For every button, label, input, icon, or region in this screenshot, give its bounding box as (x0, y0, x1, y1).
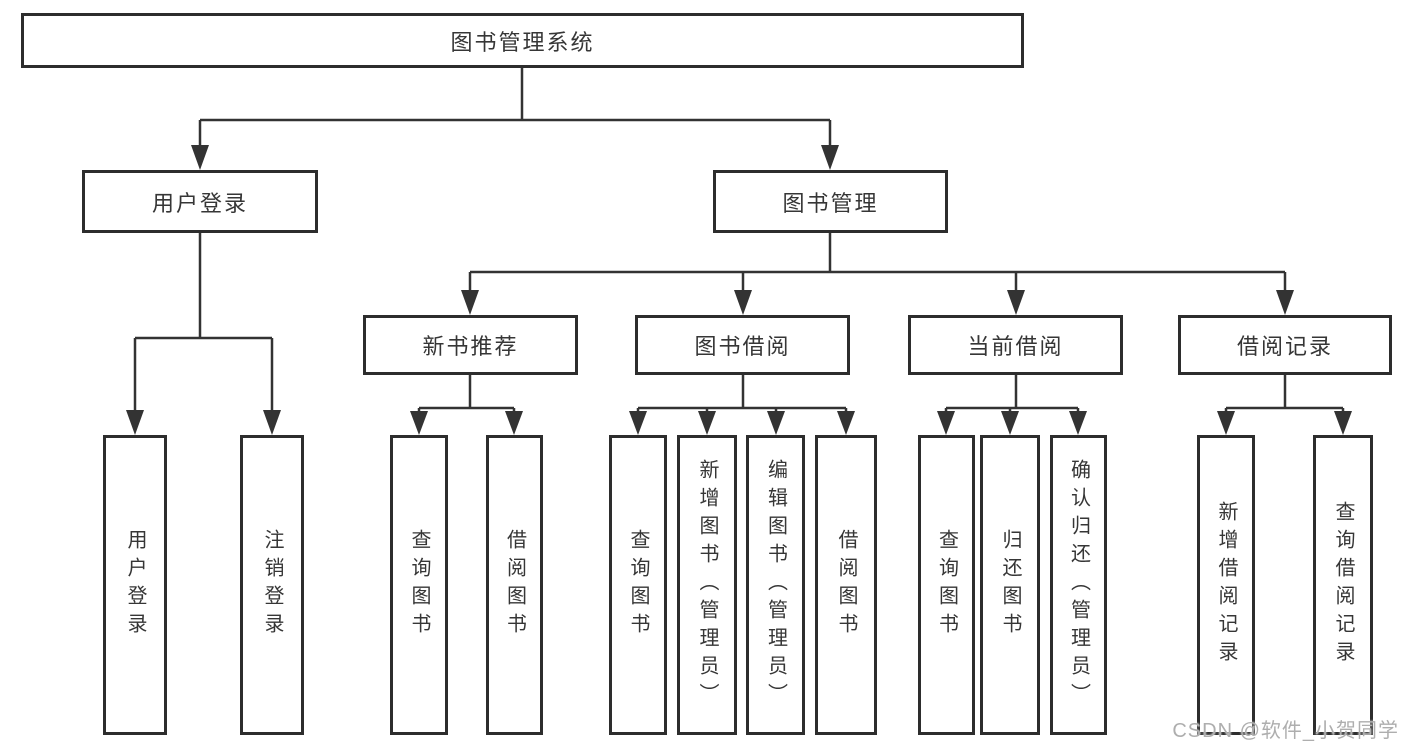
node-book-management: 图书管理 (713, 170, 948, 233)
leaf-edit-book-admin: 编辑图书（管理员） (746, 435, 805, 735)
leaf-add-book-admin: 新增图书（管理员） (677, 435, 737, 735)
leaf-borrow-book-borrowing: 借阅图书 (815, 435, 877, 735)
leaf-query-book-current: 查询图书 (918, 435, 975, 735)
node-book-borrowing: 图书借阅 (635, 315, 850, 375)
leaf-add-borrow-record: 新增借阅记录 (1197, 435, 1255, 735)
leaf-query-borrow-record: 查询借阅记录 (1313, 435, 1373, 735)
leaf-query-book-recommend: 查询图书 (390, 435, 448, 735)
node-borrowing-records: 借阅记录 (1178, 315, 1392, 375)
leaf-logout: 注销登录 (240, 435, 304, 735)
leaf-return-book: 归还图书 (980, 435, 1040, 735)
node-library-management-system: 图书管理系统 (21, 13, 1024, 68)
leaf-user-login: 用户登录 (103, 435, 167, 735)
leaf-confirm-return-admin: 确认归还（管理员） (1050, 435, 1107, 735)
node-new-book-recommend: 新书推荐 (363, 315, 578, 375)
node-user-login: 用户登录 (82, 170, 318, 233)
leaf-borrow-book-recommend: 借阅图书 (486, 435, 543, 735)
leaf-query-book-borrowing: 查询图书 (609, 435, 667, 735)
csdn-watermark: CSDN @软件_小贺同学 (1172, 720, 1399, 742)
node-current-borrowing: 当前借阅 (908, 315, 1123, 375)
